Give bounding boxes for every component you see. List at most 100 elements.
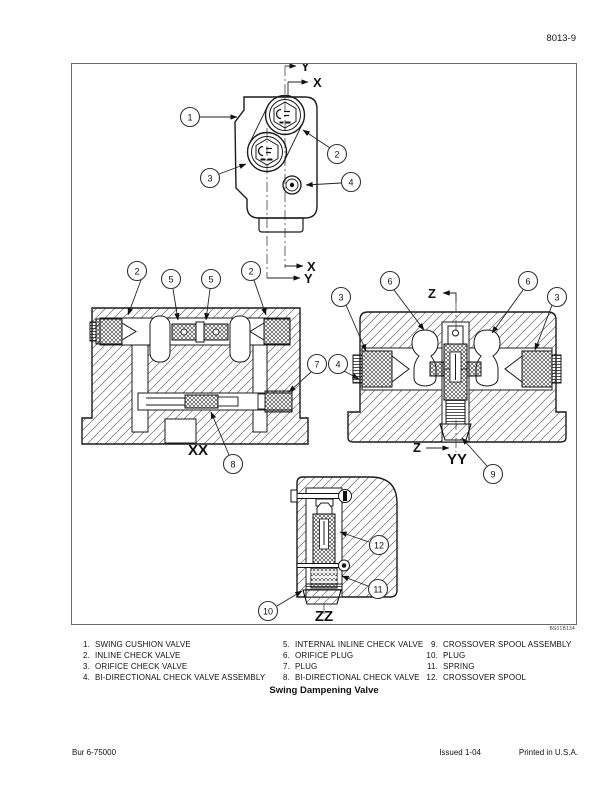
yy-plug-left [352, 350, 410, 388]
callout-1: 1 [179, 106, 238, 128]
legend-item-number: 9. [431, 640, 438, 649]
zz-spool [312, 498, 336, 567]
callout-6-right: 6 [491, 270, 539, 334]
yy-orifice-plug-left [429, 361, 445, 377]
z-bottom-label: Z [413, 440, 421, 455]
plug-stamp [275, 108, 291, 124]
legend-column-3: 9.CROSSOVER SPOOL ASSEMBLY 10. PLUG 11. SP… [424, 639, 584, 683]
legend-item-number: 3. [83, 662, 90, 671]
callout-2-right: 2 [240, 260, 267, 316]
legend-item: 12.CROSSOVER SPOOL [424, 672, 584, 683]
legend-item-label: ORIFICE PLUG [295, 651, 354, 660]
legend-item-number: 11. [427, 662, 438, 671]
callout-8: 8 [210, 411, 244, 475]
figure-box [71, 63, 577, 625]
legend-item: 1.SWING CUSHION VALVE [76, 639, 276, 650]
svg-text:3: 3 [554, 293, 559, 303]
zz-label: ZZ [315, 608, 333, 624]
legend-item-number: 10. [426, 651, 438, 660]
footer-printed-in: Printed in U.S.A. [518, 748, 578, 757]
xx-poppet-right [229, 315, 251, 363]
legend-column-2: 5. INTERNAL INLINE CHECK VALVE 6.ORIFICE … [276, 639, 426, 683]
boss-outline [248, 106, 304, 161]
plug-stamp [257, 145, 273, 161]
footer-issued-date: Issued 1-04 [439, 748, 481, 757]
valve-figure: Y X X Y 1 2 3 [81, 64, 568, 624]
svg-text:10: 10 [263, 607, 273, 617]
svg-text:7: 7 [314, 360, 319, 370]
figure-code: BS01B134 [549, 626, 575, 632]
yy-spool-assembly [439, 325, 472, 441]
legend-item: 11. SPRING [424, 661, 584, 672]
callout-3: 3 [199, 163, 247, 189]
legend-item: 9.CROSSOVER SPOOL ASSEMBLY [424, 639, 584, 650]
axis-label-y-bottom: Y [304, 271, 313, 286]
svg-text:2: 2 [134, 267, 139, 277]
zz-plug [302, 583, 343, 605]
legend-item-label: PLUG [443, 651, 466, 660]
svg-text:8: 8 [230, 460, 235, 470]
legend-item: 5. INTERNAL INLINE CHECK VALVE [276, 639, 426, 650]
xx-poppet-left [149, 315, 171, 363]
axis-label-x-bottom: X [307, 259, 316, 274]
page-number: 8013-9 [546, 33, 576, 44]
xx-right-channel [252, 344, 268, 433]
legend-item-label: CROSSOVER SPOOL [443, 673, 527, 682]
legend-item: 4. BI-DIRECTIONAL CHECK VALVE ASSEMBLY [76, 672, 276, 683]
legend-item: 3. ORIFICE CHECK VALVE [76, 661, 276, 672]
legend-item-label: BI-DIRECTIONAL CHECK VALVE ASSEMBLY [95, 673, 266, 682]
legend-item-label: SPRING [443, 662, 475, 671]
valve-body-outline [234, 96, 318, 219]
legend-item-number: 8. [283, 673, 290, 682]
callout-3-left: 3 [330, 286, 367, 352]
callout-2: 2 [302, 129, 348, 165]
legend-item-number: 2. [83, 651, 90, 660]
yy-orifice-plug-right [466, 361, 482, 377]
legend-item-number: 4. [83, 673, 90, 682]
svg-text:1: 1 [187, 113, 192, 123]
legend-item: 10. PLUG [424, 650, 584, 661]
axis-label-y-top: Y [301, 64, 310, 74]
legend-item-number: 5. [283, 640, 290, 649]
svg-text:3: 3 [207, 174, 212, 184]
legend-item-label: PLUG [295, 662, 318, 671]
legend-item: 6.ORIFICE PLUG [276, 650, 426, 661]
svg-text:3: 3 [338, 293, 343, 303]
svg-text:5: 5 [208, 275, 213, 285]
callout-5-a: 5 [160, 268, 182, 321]
z-top-label: Z [428, 286, 436, 301]
xx-check-cartridges [171, 321, 229, 343]
svg-text:2: 2 [248, 267, 253, 277]
xx-lower-check-valve [146, 394, 239, 409]
xx-left-channel [131, 344, 149, 433]
small-port [282, 175, 302, 195]
legend-item-label: ORIFICE CHECK VALVE [95, 662, 188, 671]
xx-label: XX [188, 442, 208, 459]
legend-item-label: INTERNAL INLINE CHECK VALVE [295, 640, 424, 649]
port-plug-b [246, 131, 288, 173]
svg-text:5: 5 [168, 275, 173, 285]
axis-label-x-top: X [313, 75, 322, 90]
legend-item: 7. PLUG [276, 661, 426, 672]
xx-plug-right [249, 318, 291, 345]
svg-text:2: 2 [334, 150, 339, 160]
legend-item-number: 7. [283, 662, 290, 671]
svg-text:6: 6 [387, 277, 392, 287]
svg-text:12: 12 [374, 541, 384, 551]
svg-text:9: 9 [490, 470, 495, 480]
callout-7: 7 [288, 353, 328, 393]
legend-item-label: SWING CUSHION VALVE [95, 640, 191, 649]
callout-9: 9 [461, 437, 504, 485]
section-zz: ZZ 12 11 10 [257, 476, 398, 624]
yy-plug-right [504, 350, 562, 388]
legend-column-1: 1.SWING CUSHION VALVE 2.INLINE CHECK VAL… [76, 639, 276, 683]
svg-text:6: 6 [525, 277, 530, 287]
xx-plug-7 [257, 390, 293, 413]
callout-2-left: 2 [126, 260, 148, 316]
yy-label: YY [447, 451, 467, 468]
callout-3-right: 3 [534, 286, 568, 351]
top-view: Y X X Y 1 2 3 [179, 64, 362, 286]
callout-4: 4 [305, 171, 362, 193]
callout-10: 10 [257, 590, 303, 622]
